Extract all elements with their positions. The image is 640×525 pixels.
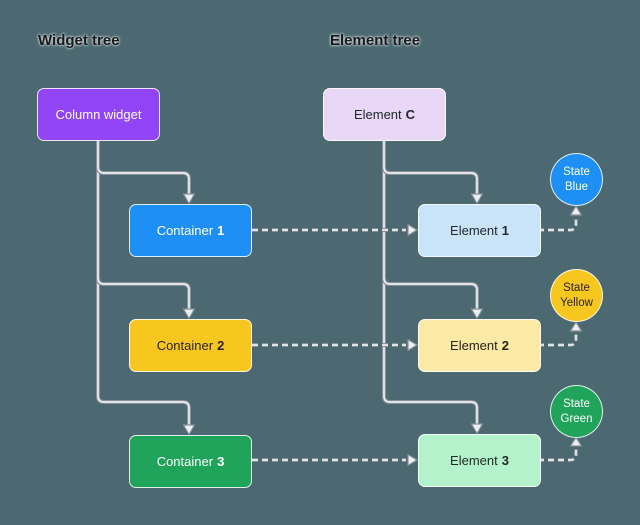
connector-line (96, 166, 191, 194)
node-number: 1 (217, 223, 225, 238)
arrowhead-down-icon (182, 424, 196, 436)
arrowhead-up-icon (569, 436, 583, 447)
state-yellow-circle: State Yellow (550, 269, 603, 322)
arrowhead-down-icon (182, 193, 196, 205)
connector-line (383, 166, 478, 194)
widget-to-element-links (252, 223, 418, 467)
state-label-line2: Blue (564, 180, 589, 193)
connector-line (96, 277, 191, 309)
arrowhead-right-icon (407, 223, 418, 237)
connector-line (97, 166, 190, 194)
node-number: 3 (217, 454, 225, 469)
arrowhead-up-icon (569, 205, 583, 216)
node-label: Column widget (55, 107, 142, 122)
arrowhead-up-icon (569, 321, 583, 332)
arrowhead-right-icon (407, 338, 418, 352)
node-column-widget: Column widget (37, 88, 160, 141)
state-label-line2: Green (560, 412, 593, 425)
dashed-connector-line (538, 215, 578, 232)
node-label: Container (156, 223, 214, 238)
arrowhead-down-icon (470, 423, 484, 435)
connector-line (97, 140, 190, 425)
widget-tree-title: Widget tree (38, 32, 120, 49)
dashed-connector-line (538, 331, 577, 346)
node-label: Container (156, 454, 214, 469)
node-label: Container (156, 338, 214, 353)
connector-line (382, 166, 479, 194)
node-number: C (405, 107, 416, 122)
state-blue-circle: State Blue (550, 153, 603, 206)
node-number: 1 (501, 223, 509, 238)
node-label: Element (450, 338, 498, 353)
connector-line (383, 140, 478, 424)
element-to-state-links (538, 205, 583, 462)
connector-line (383, 277, 478, 309)
arrowhead-down-icon (470, 308, 484, 320)
state-green-circle: State Green (550, 385, 603, 438)
node-number: 3 (501, 453, 509, 468)
dashed-connector-line (538, 446, 577, 461)
widget-tree-connectors (96, 140, 196, 436)
node-label: Element (353, 107, 402, 122)
connector-line (97, 277, 190, 309)
node-label: Element (450, 453, 498, 468)
connector-line (382, 277, 479, 309)
node-label: Element (450, 223, 498, 238)
state-label-line1: State (563, 281, 590, 294)
arrowhead-down-icon (182, 308, 196, 320)
dashed-connector-line (538, 331, 578, 347)
node-number: 2 (217, 338, 225, 353)
dashed-connector-line (538, 446, 578, 462)
node-number: 2 (501, 338, 509, 353)
arrowhead-right-icon (407, 453, 418, 467)
element-tree-connectors (382, 140, 484, 435)
state-label-line1: State (563, 165, 590, 178)
element-tree-title: Element tree (330, 32, 421, 49)
state-label-line1: State (563, 397, 590, 410)
state-label-line2: Yellow (560, 296, 593, 309)
arrowhead-down-icon (470, 193, 484, 205)
dashed-connector-line (538, 215, 577, 231)
